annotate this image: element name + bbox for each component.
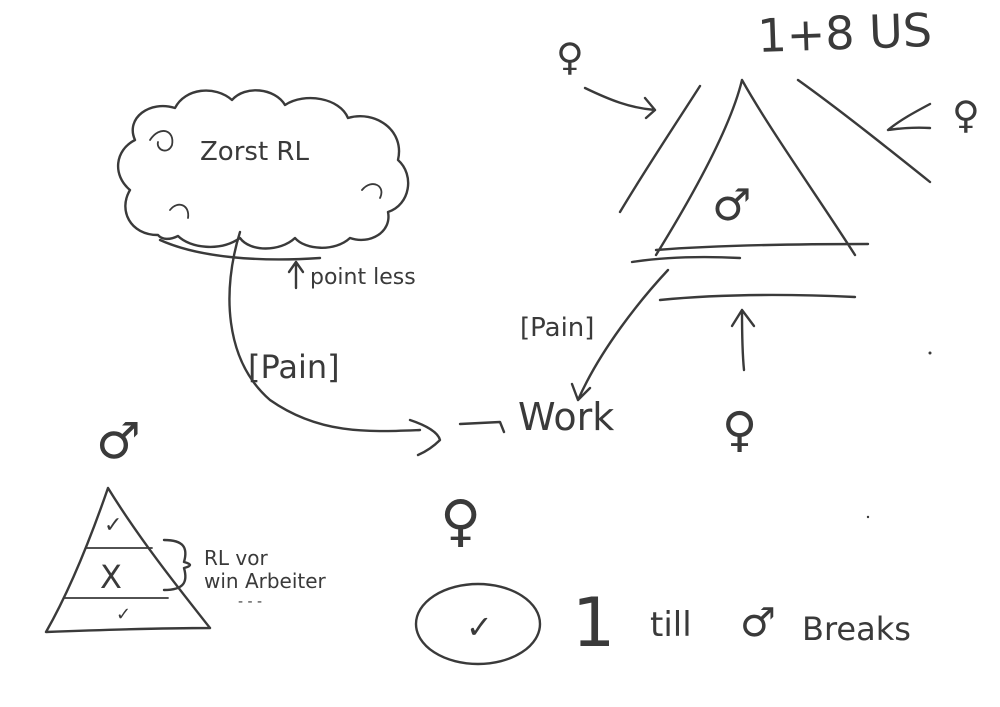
circle-check-mark: ✓ bbox=[466, 608, 493, 646]
ground-line-right bbox=[658, 293, 857, 302]
arrow-female-to-triangle bbox=[583, 86, 657, 120]
curve-cloud-to-work bbox=[228, 230, 442, 457]
cloud-label: Zorst RL bbox=[200, 137, 309, 167]
up-arrow-from-female bbox=[730, 308, 756, 372]
pain-label-right: [Pain] bbox=[520, 313, 594, 343]
arrow-right-to-triangle bbox=[886, 102, 932, 132]
female-symbol-middle-right: ♀ bbox=[722, 402, 757, 458]
cloud-underline bbox=[158, 238, 322, 261]
breaks-label: Breaks bbox=[802, 610, 911, 648]
pain-label-left: [Pain] bbox=[248, 348, 340, 386]
arrow-into-work bbox=[458, 420, 506, 434]
female-symbol-top-right: ♀ bbox=[952, 93, 980, 137]
ground-line-left bbox=[630, 255, 742, 264]
pyramid-note-line-3: - - - bbox=[238, 594, 262, 610]
one-label: 1 bbox=[572, 584, 615, 663]
pyramid-check-top: ✓ bbox=[104, 513, 122, 538]
circle-check bbox=[414, 582, 542, 666]
stray-dot-1 bbox=[928, 351, 932, 355]
outer-line-right bbox=[796, 78, 932, 184]
male-symbol-left: ♂ bbox=[96, 412, 141, 470]
small-pyramid bbox=[44, 486, 212, 634]
female-symbol-top-left: ♀ bbox=[556, 35, 584, 79]
top-right-label: 1+8 US bbox=[756, 3, 932, 63]
pyramid-cross: X bbox=[100, 558, 122, 596]
pointless-label: point less bbox=[310, 265, 416, 290]
pyramid-note-line-1: RL vor bbox=[204, 546, 268, 570]
cloud-shape bbox=[116, 89, 410, 250]
work-label: Work bbox=[518, 395, 614, 439]
pyramid-brace bbox=[162, 538, 192, 592]
pyramid-check-bottom: ✓ bbox=[116, 604, 131, 625]
cloud-inner-curl-1 bbox=[149, 130, 174, 152]
till-label: till bbox=[650, 605, 692, 645]
big-triangle bbox=[654, 78, 870, 257]
pyramid-note-line-2: win Arbeiter bbox=[204, 569, 327, 593]
cloud-label-text: Zorst RL bbox=[200, 137, 309, 167]
pointless-arrow bbox=[287, 260, 305, 290]
male-symbol-bottom: ♂ bbox=[740, 600, 776, 646]
outer-line-left bbox=[618, 84, 702, 214]
stray-dot-2 bbox=[866, 515, 870, 519]
cloud-inner-curl-2 bbox=[361, 183, 383, 199]
male-symbol-in-triangle: ♂ bbox=[712, 180, 751, 231]
cloud-inner-curl-3 bbox=[169, 203, 190, 219]
female-symbol-bottom: ♀ bbox=[440, 489, 481, 554]
arrow-pain-to-work bbox=[570, 268, 670, 402]
